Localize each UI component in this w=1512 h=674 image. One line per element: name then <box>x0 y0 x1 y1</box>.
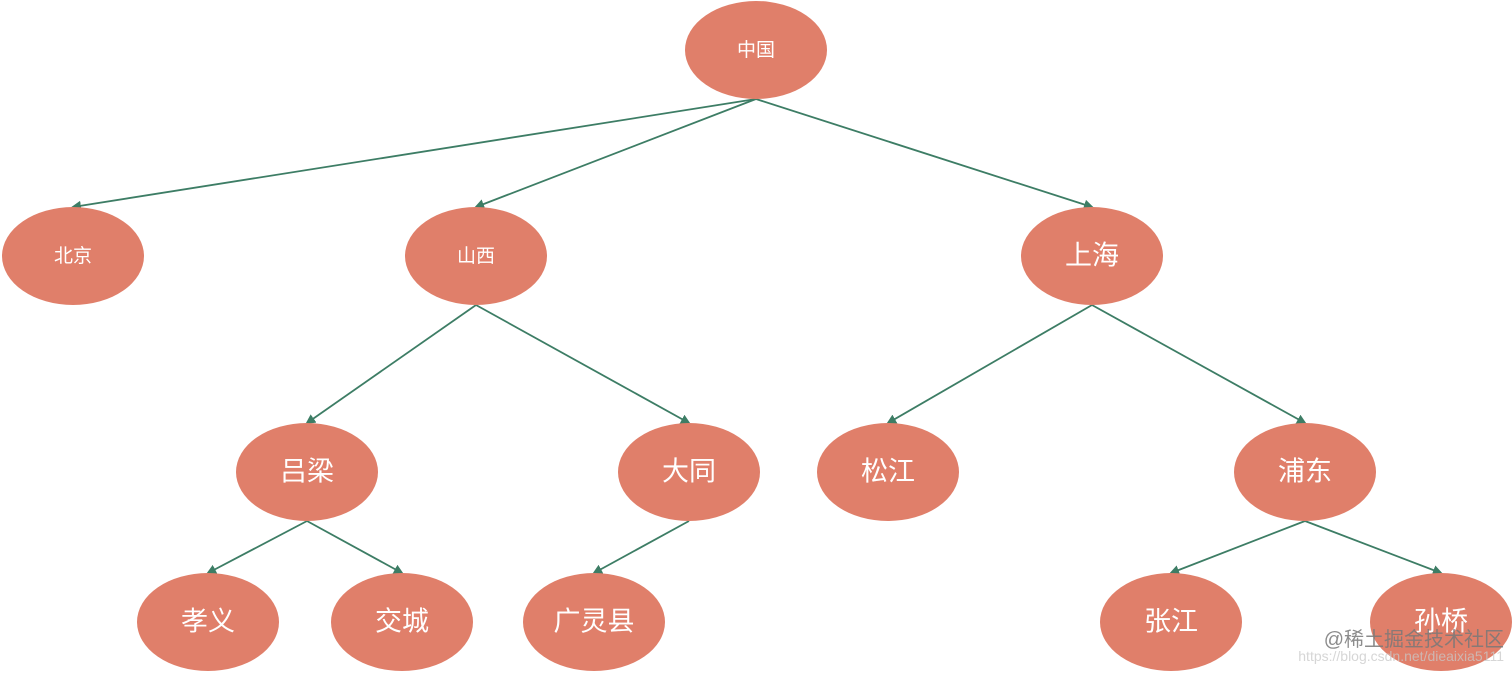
edge-shanxi-to-lvliang <box>305 304 477 425</box>
node-datong-shape <box>618 423 760 521</box>
edge-lvliang-to-jiaocheng <box>306 520 404 574</box>
edge-shanxi-to-datong <box>475 304 691 424</box>
node-china-label: 中国 <box>737 39 775 61</box>
node-sunqiao-shape <box>1370 573 1512 671</box>
node-shanghai-shape <box>1021 207 1163 305</box>
edge-shanghai-to-pudong <box>1091 304 1307 424</box>
node-jiaocheng: 交城 <box>331 573 473 671</box>
node-songjiang: 松江 <box>817 423 959 521</box>
node-zhangjiang: 张江 <box>1100 573 1242 671</box>
watermark-url: https://blog.csdn.net/dieaixia5111 <box>1298 648 1504 664</box>
node-china: 中国 <box>685 1 827 99</box>
edge-china-to-beijing <box>71 98 757 211</box>
node-beijing: 北京 <box>2 207 144 305</box>
node-lvliang-label: 吕梁 <box>280 457 334 488</box>
node-shanghai: 上海 <box>1021 207 1163 305</box>
edge-datong-to-guanglingxian <box>592 520 690 574</box>
node-shanxi-label: 山西 <box>457 245 495 267</box>
node-jiaocheng-label: 交城 <box>375 607 429 638</box>
node-sunqiao-label: 孙桥 <box>1414 607 1468 638</box>
node-beijing-label: 北京 <box>54 245 92 267</box>
node-xiaoyi-shape <box>137 573 279 671</box>
edge-pudong-to-zhangjiang <box>1169 520 1306 575</box>
node-pudong-shape <box>1234 423 1376 521</box>
node-zhangjiang-label: 张江 <box>1144 607 1198 638</box>
node-songjiang-shape <box>817 423 959 521</box>
node-sunqiao: 孙桥 <box>1370 573 1512 671</box>
node-lvliang-shape <box>236 423 378 521</box>
node-shanghai-label: 上海 <box>1065 241 1119 272</box>
edges-layer <box>71 98 1443 575</box>
node-pudong-label: 浦东 <box>1278 457 1332 488</box>
node-songjiang-label: 松江 <box>861 457 915 488</box>
node-jiaocheng-shape <box>331 573 473 671</box>
node-xiaoyi: 孝义 <box>137 573 279 671</box>
node-lvliang: 吕梁 <box>236 423 378 521</box>
edge-lvliang-to-xiaoyi <box>206 520 308 574</box>
node-datong-label: 大同 <box>662 457 716 488</box>
edge-pudong-to-sunqiao <box>1304 520 1443 575</box>
edge-china-to-shanxi <box>474 98 757 209</box>
watermark-brand: @稀土掘金技术社区 <box>1323 629 1504 651</box>
node-shanxi: 山西 <box>405 207 547 305</box>
node-pudong: 浦东 <box>1234 423 1376 521</box>
node-shanxi-shape <box>405 207 547 305</box>
node-guanglingxian-shape <box>523 573 665 671</box>
edge-shanghai-to-songjiang <box>886 304 1093 425</box>
node-beijing-shape <box>2 207 144 305</box>
node-guanglingxian-label: 广灵县 <box>554 607 635 638</box>
edge-china-to-shanghai <box>755 98 1094 210</box>
node-zhangjiang-shape <box>1100 573 1242 671</box>
node-datong: 大同 <box>618 423 760 521</box>
node-guanglingxian: 广灵县 <box>523 573 665 671</box>
node-china-shape <box>685 1 827 99</box>
node-xiaoyi-label: 孝义 <box>181 607 235 638</box>
